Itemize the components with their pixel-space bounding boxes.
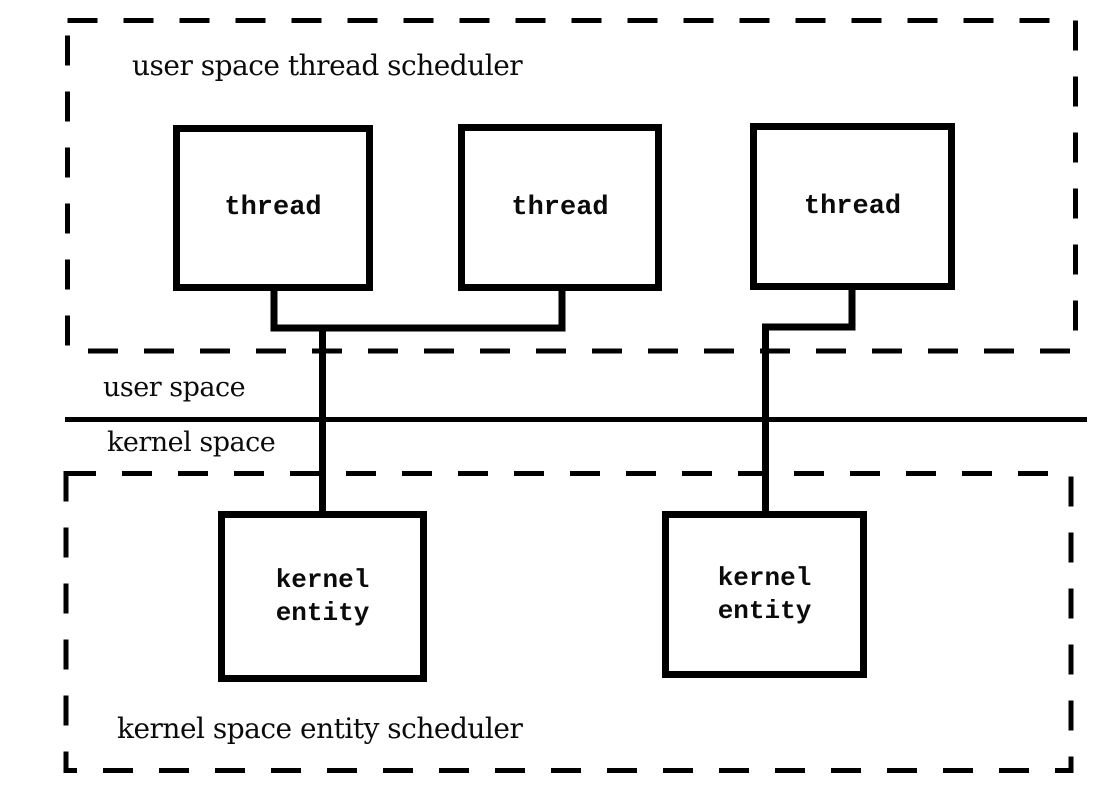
thread-label-1: thread — [224, 193, 322, 223]
kernel-space-label: kernel space — [107, 427, 276, 458]
thread-box-3 — [750, 123, 955, 290]
thread-box-2 — [458, 124, 662, 291]
user-space-label: user space — [103, 372, 246, 403]
kernel-scheduler-label: kernel space entity scheduler — [117, 712, 523, 745]
connector-thread3-kernel-entity-2 — [762, 287, 856, 514]
thread-label-2: thread — [511, 192, 609, 223]
kernel-scheduler-dashed-box — [63, 471, 1074, 773]
thread-label-3: thread — [803, 191, 902, 222]
user-scheduler-dashed-box — [65, 18, 1078, 354]
kernel-entity-label-2: kernel entity — [717, 562, 812, 626]
kernel-entity-box-1 — [218, 511, 427, 682]
kernel-entity-label-1: kernel entity — [275, 564, 370, 628]
thread-box-1 — [173, 125, 373, 291]
kernel-entity-box-2 — [662, 511, 867, 678]
user-scheduler-label: user space thread scheduler — [132, 49, 523, 82]
connector-thread1-thread2 — [270, 287, 566, 332]
